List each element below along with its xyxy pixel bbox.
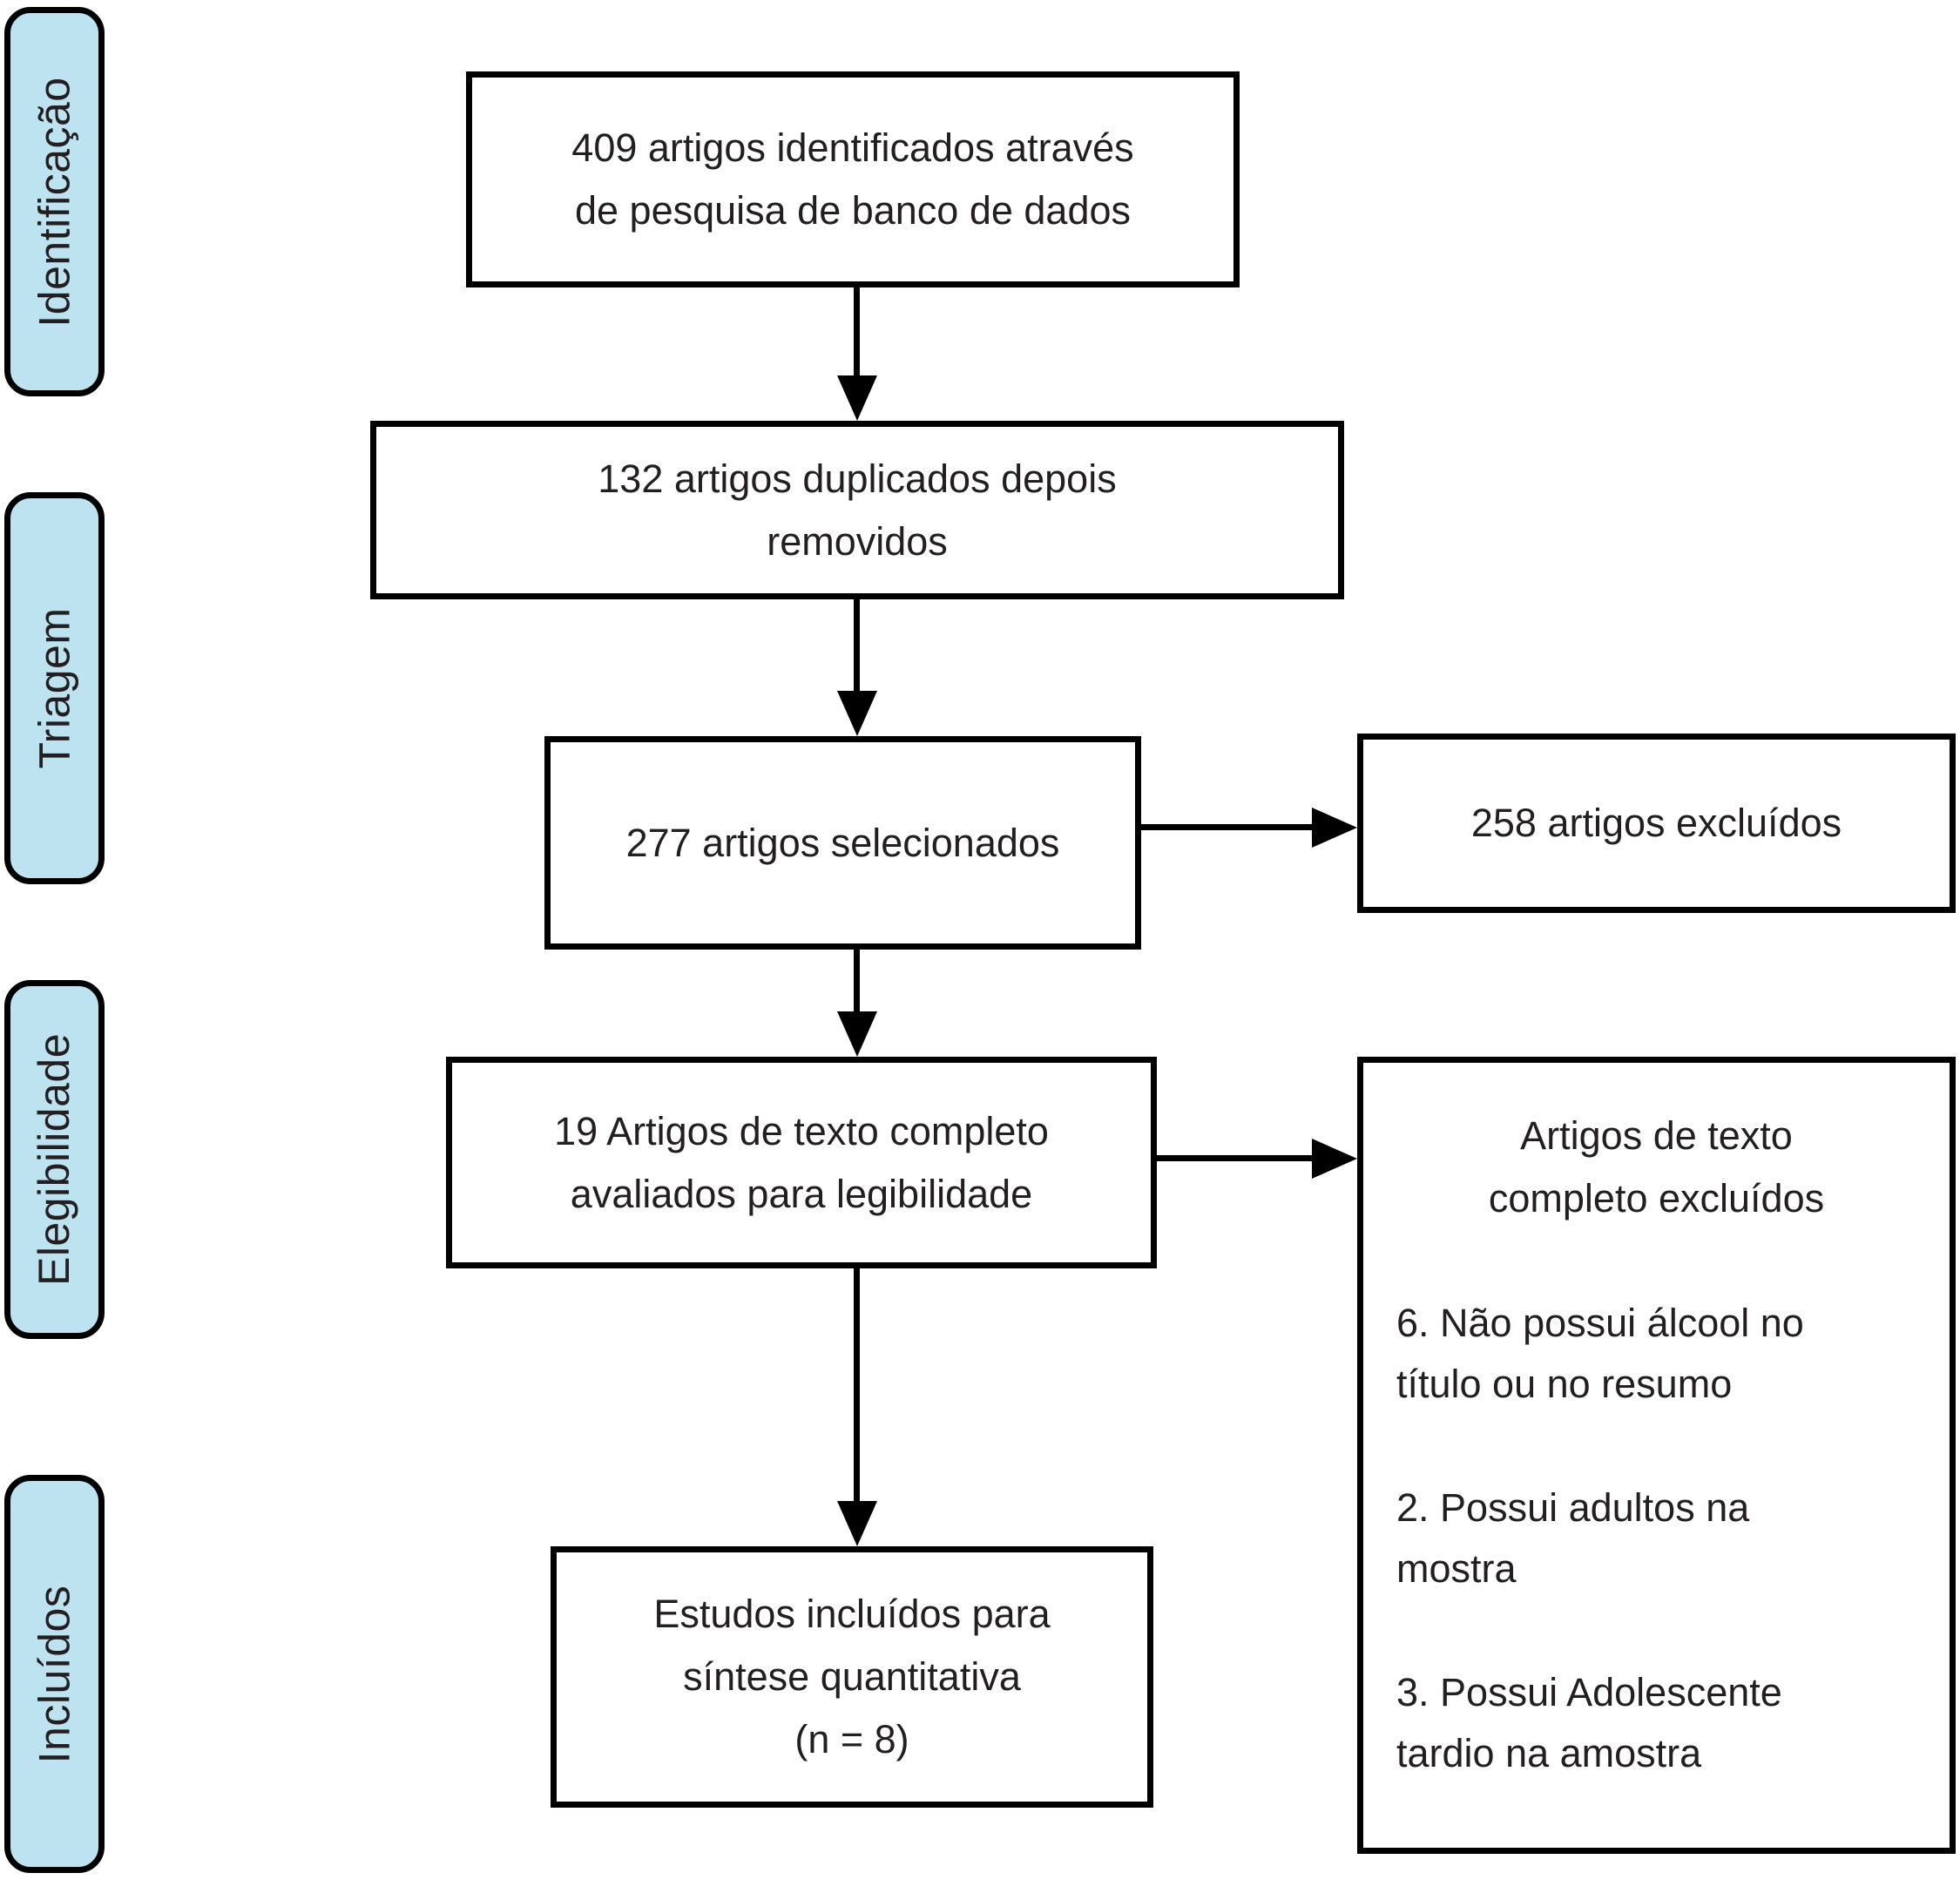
box-studies-included-line3: (n = 8) bbox=[794, 1717, 909, 1761]
box-records-screened-line1: 277 artigos selecionados bbox=[625, 820, 1060, 865]
exclusion-reason-1-line1: 6. Não possui álcool no bbox=[1396, 1301, 1804, 1345]
arrow-screened-to-fulltext-line bbox=[854, 950, 860, 1013]
box-records-identified-line1: 409 artigos identificados através bbox=[571, 125, 1134, 170]
arrow-fulltext-to-included-line bbox=[854, 1268, 860, 1503]
exclusion-reason-1: 6. Não possui álcool no título ou no res… bbox=[1363, 1293, 1950, 1415]
box-records-excluded-line1: 258 artigos excluídos bbox=[1470, 801, 1842, 845]
box-fulltext-excluded-header-line2: completo excluídos bbox=[1488, 1176, 1825, 1220]
arrow-duplicates-to-screened-head-icon bbox=[837, 691, 877, 736]
arrow-screened-to-fulltext-head-icon bbox=[837, 1011, 877, 1057]
stage-screening: Triagem bbox=[4, 492, 105, 884]
stage-identification: Identificação bbox=[4, 7, 105, 396]
box-fulltext-excluded-header: Artigos de texto completo excluídos bbox=[1363, 1105, 1950, 1230]
box-fulltext-excluded: Artigos de texto completo excluídos 6. N… bbox=[1357, 1057, 1956, 1854]
exclusion-reason-2-line1: 2. Possui adultos na bbox=[1396, 1485, 1750, 1530]
exclusion-reason-2: 2. Possui adultos na mostra bbox=[1363, 1477, 1950, 1599]
exclusion-reason-3: 3. Possui Adolescente tardio na amostra bbox=[1363, 1662, 1950, 1784]
stage-eligibility-label: Elegibilidade bbox=[30, 1032, 79, 1287]
exclusion-reason-2-line2: mostra bbox=[1396, 1546, 1517, 1591]
box-fulltext-assessed-line1: 19 Artigos de texto completo bbox=[554, 1108, 1049, 1153]
box-fulltext-excluded-header-line1: Artigos de texto bbox=[1520, 1113, 1793, 1158]
exclusion-reason-1-line2: título ou no resumo bbox=[1396, 1362, 1733, 1406]
box-duplicates-removed-line2: removidos bbox=[767, 518, 948, 564]
exclusion-reason-3-line1: 3. Possui Adolescente bbox=[1396, 1670, 1782, 1714]
arrow-identified-to-duplicates-head-icon bbox=[837, 375, 877, 421]
stage-eligibility: Elegibilidade bbox=[4, 980, 105, 1339]
arrow-fulltext-to-excluded-head-icon bbox=[1312, 1139, 1357, 1179]
stage-included: Incluídos bbox=[4, 1475, 105, 1873]
arrow-identified-to-duplicates-line bbox=[854, 287, 860, 377]
box-fulltext-assessed: 19 Artigos de texto completo avaliados p… bbox=[446, 1057, 1157, 1268]
box-records-excluded: 258 artigos excluídos bbox=[1357, 734, 1956, 913]
exclusion-reason-3-line2: tardio na amostra bbox=[1396, 1731, 1702, 1775]
arrow-screened-to-excluded-head-icon bbox=[1312, 808, 1357, 848]
stage-included-label: Incluídos bbox=[30, 1585, 79, 1763]
box-duplicates-removed-line1: 132 artigos duplicados depois bbox=[598, 456, 1117, 501]
box-records-identified: 409 artigos identificados através de pes… bbox=[466, 71, 1240, 287]
box-fulltext-assessed-line2: avaliados para legibilidade bbox=[570, 1171, 1033, 1216]
box-studies-included-line2: síntese quantitativa bbox=[683, 1654, 1021, 1699]
arrow-fulltext-to-excluded-line bbox=[1157, 1155, 1312, 1161]
arrow-fulltext-to-included-head-icon bbox=[837, 1501, 877, 1546]
box-duplicates-removed: 132 artigos duplicados depois removidos bbox=[370, 421, 1344, 599]
stage-identification-label: Identificação bbox=[30, 76, 79, 328]
box-records-screened: 277 artigos selecionados bbox=[544, 736, 1141, 950]
stage-screening-label: Triagem bbox=[30, 607, 79, 769]
arrow-screened-to-excluded-line bbox=[1141, 824, 1314, 830]
box-studies-included: Estudos incluídos para síntese quantitat… bbox=[551, 1546, 1153, 1808]
box-studies-included-line1: Estudos incluídos para bbox=[653, 1592, 1051, 1636]
box-records-identified-line2: de pesquisa de banco de dados bbox=[574, 188, 1132, 233]
arrow-duplicates-to-screened-line bbox=[854, 599, 860, 693]
